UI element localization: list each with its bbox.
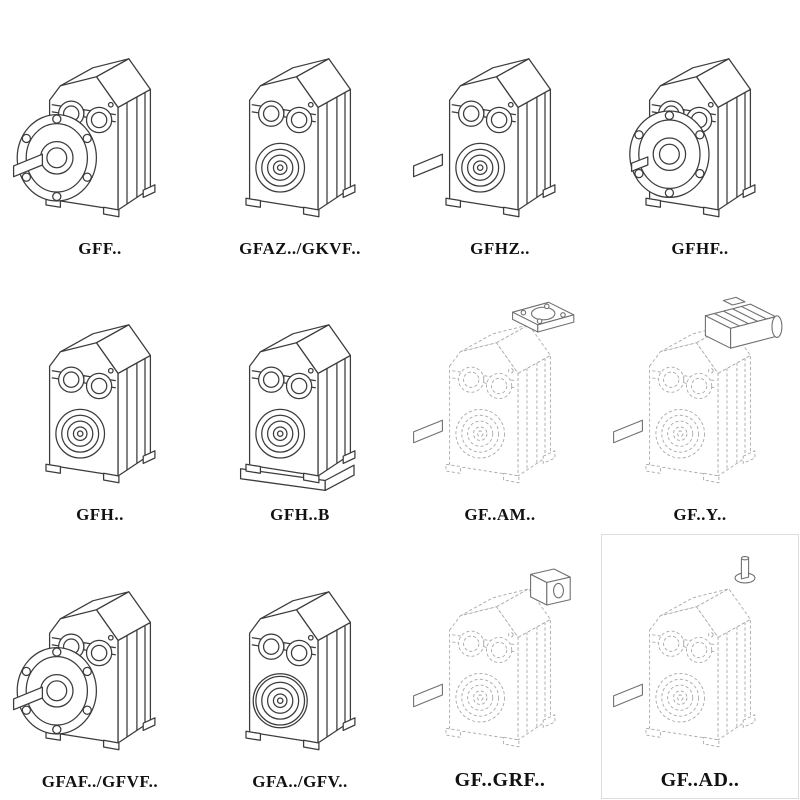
gearbox-gf-grf-drawing	[413, 568, 571, 748]
product-label-gfh: GFH..	[76, 505, 124, 525]
gearbox-gf-am-drawing	[413, 302, 575, 484]
product-label-gfhz: GFHZ..	[470, 238, 530, 258]
gearbox-gf-ad-drawing	[613, 556, 756, 748]
product-cell-gfaf-gfvf: GFAF../GFVF..	[0, 533, 200, 800]
product-cell-gfhf: GFHF..	[600, 0, 800, 267]
gearbox-gfh-drawing	[45, 324, 156, 484]
product-label-gfh-b: GFH..B	[270, 505, 330, 525]
product-label-gfaf-gfvf: GFAF../GFVF..	[41, 771, 159, 791]
gearbox-gfaz-drawing	[245, 57, 356, 218]
product-label-gf-y: GF..Y..	[673, 505, 727, 525]
product-cell-gfa-gfv: GFA../GFV..	[200, 533, 400, 800]
product-label-gf-am: GF..AM..	[464, 505, 536, 525]
product-label-gfhf: GFHF..	[671, 238, 729, 258]
gearbox-gf-y-drawing	[613, 297, 783, 484]
product-cell-gf-am: GF..AM..	[400, 267, 600, 534]
product-cell-gf-y: GF..Y..	[600, 267, 800, 534]
product-cell-gf-ad: GF..AD..	[600, 533, 800, 800]
product-cell-gfaz-gkvf: GFAZ../GKVF..	[200, 0, 400, 267]
product-label-gfaz-gkvf: GFAZ../GKVF..	[239, 238, 361, 258]
product-cell-gff: GFF..	[0, 0, 200, 267]
gearbox-gfhf-drawing	[629, 57, 756, 218]
product-label-gfa-gfv: GFA../GFV..	[252, 771, 348, 791]
product-label-gff: GFF..	[78, 238, 122, 258]
gearbox-gfa-drawing	[245, 591, 356, 751]
gearbox-gfh-b-drawing	[239, 324, 356, 492]
gearbox-gff-drawing	[12, 57, 156, 218]
gearbox-gfaf-drawing	[12, 591, 156, 751]
product-cell-gfh: GFH..	[0, 267, 200, 534]
product-cell-gfhz: GFHZ..	[400, 0, 600, 267]
gearbox-gfhz-drawing	[412, 57, 556, 218]
product-label-gf-ad: GF..AD..	[660, 768, 740, 791]
product-cell-gfh-b: GFH..B	[200, 267, 400, 534]
product-cell-gf-grf: GF..GRF..	[400, 533, 600, 800]
product-label-gf-grf: GF..GRF..	[454, 768, 546, 791]
